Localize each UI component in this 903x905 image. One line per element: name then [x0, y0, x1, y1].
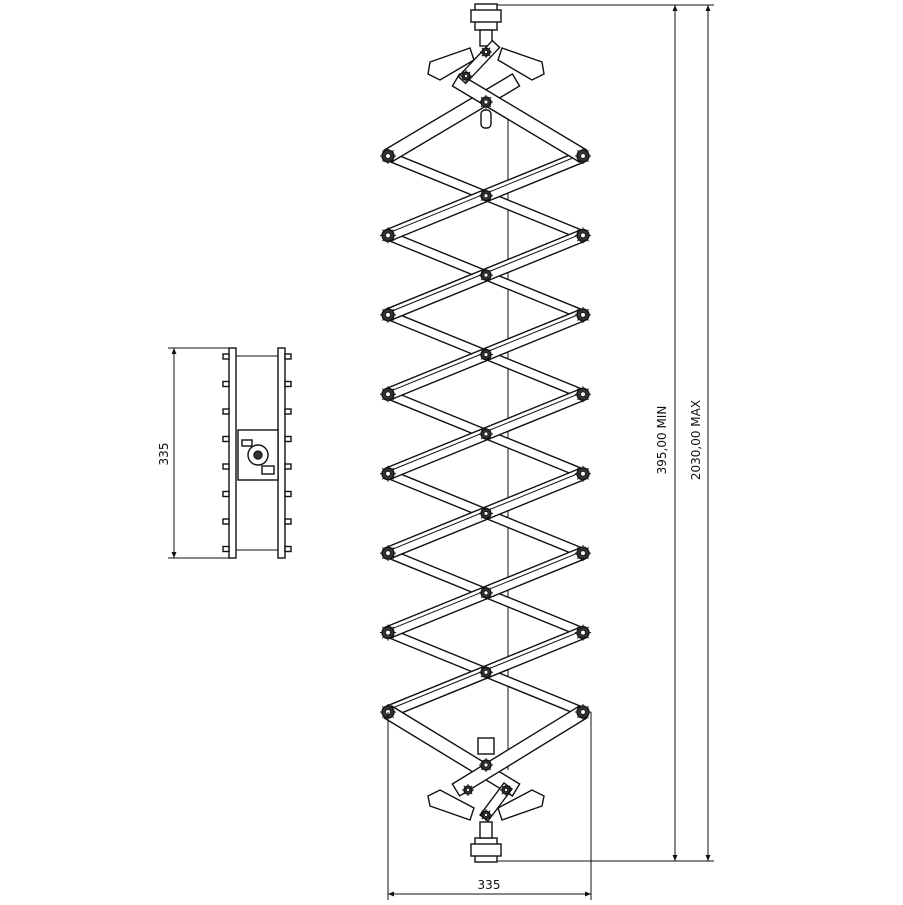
side-view: [222, 347, 292, 559]
side-pivot-left: [380, 306, 396, 323]
side-bolt-left: [222, 408, 230, 415]
center-pivot: [479, 427, 493, 441]
side-pivot-right: [575, 545, 591, 562]
dim-arrow: [171, 552, 177, 558]
max-height-label: 2030,00 MAX: [689, 400, 703, 480]
side-rail-right: [277, 347, 286, 559]
side-pivot-right: [575, 465, 591, 482]
side-bolt-right: [284, 435, 292, 443]
scissor-mechanism: [380, 73, 591, 797]
bottom-plate-right: [497, 789, 545, 821]
bottom-mount-bracket: [427, 737, 545, 863]
side-pivot-right: [575, 704, 591, 720]
side-head-part: [261, 465, 275, 475]
dim-arrow: [672, 855, 678, 861]
top-bolt: [460, 70, 472, 82]
bottom-bolt: [500, 784, 512, 796]
min-height-label: 395,00 MIN: [655, 406, 669, 475]
side-height-label: 335: [157, 443, 171, 466]
dim-arrow: [585, 891, 591, 897]
center-pivot: [479, 758, 493, 772]
bottom-clamp-stem: [479, 821, 493, 839]
side-pivot-right: [575, 306, 591, 323]
side-pivot-left: [380, 545, 396, 562]
side-pivot-right: [575, 148, 591, 164]
center-pivot: [479, 188, 493, 203]
center-pivot: [479, 665, 493, 680]
top-plate-right: [497, 47, 545, 81]
dim-arrow: [705, 5, 711, 11]
top-arm-right: [451, 73, 588, 163]
side-pivot-left: [380, 386, 396, 403]
top-slot: [480, 109, 492, 129]
side-bolt-left: [222, 463, 230, 470]
side-bolt-left: [222, 380, 230, 388]
side-bolt-right: [284, 545, 292, 553]
top-mount-bracket: [427, 3, 545, 129]
bottom-plate-left: [427, 789, 475, 821]
top-plate-left: [427, 47, 475, 81]
center-pivot: [479, 95, 493, 109]
top-clamp-ring: [470, 9, 502, 23]
dim-arrow: [388, 891, 394, 897]
center-pivot: [479, 347, 493, 362]
front-width-label: 335: [478, 878, 501, 892]
side-pivot-left: [380, 227, 396, 244]
side-head-hub: [253, 450, 263, 460]
side-rail-left: [228, 347, 237, 559]
dim-arrow: [705, 855, 711, 861]
bottom-arm-right: [451, 705, 588, 797]
side-bolt-right: [284, 353, 292, 360]
side-pivot-left: [380, 148, 396, 164]
side-bolt-left: [222, 545, 230, 553]
dim-arrow: [672, 5, 678, 11]
bottom-slot: [477, 737, 495, 755]
center-pivot: [479, 585, 493, 600]
bottom-bolt: [462, 784, 474, 796]
dimension-lines: [168, 4, 714, 900]
bottom-clamp-ring: [470, 843, 502, 857]
side-bolt-right: [284, 518, 292, 525]
side-bolt-right: [284, 408, 292, 415]
side-bolt-left: [222, 518, 230, 525]
bottom-arm-left: [383, 705, 521, 797]
side-head-part: [241, 439, 253, 447]
dim-arrow: [171, 348, 177, 354]
top-bolt: [480, 46, 492, 58]
side-pivot-left: [380, 624, 396, 641]
side-pivot-right: [575, 227, 591, 244]
side-pivot-right: [575, 624, 591, 641]
side-bolt-left: [222, 490, 230, 498]
side-pivot-right: [575, 386, 591, 403]
side-pivot-left: [380, 465, 396, 482]
side-bolt-right: [284, 380, 292, 388]
side-bolt-left: [222, 435, 230, 443]
center-pivot: [479, 268, 493, 283]
top-arm-left: [383, 73, 521, 163]
bottom-bolt: [480, 809, 492, 821]
side-bolt-right: [284, 463, 292, 470]
side-bolt-right: [284, 490, 292, 498]
side-bolt-left: [222, 353, 230, 360]
center-pivot: [479, 506, 493, 521]
